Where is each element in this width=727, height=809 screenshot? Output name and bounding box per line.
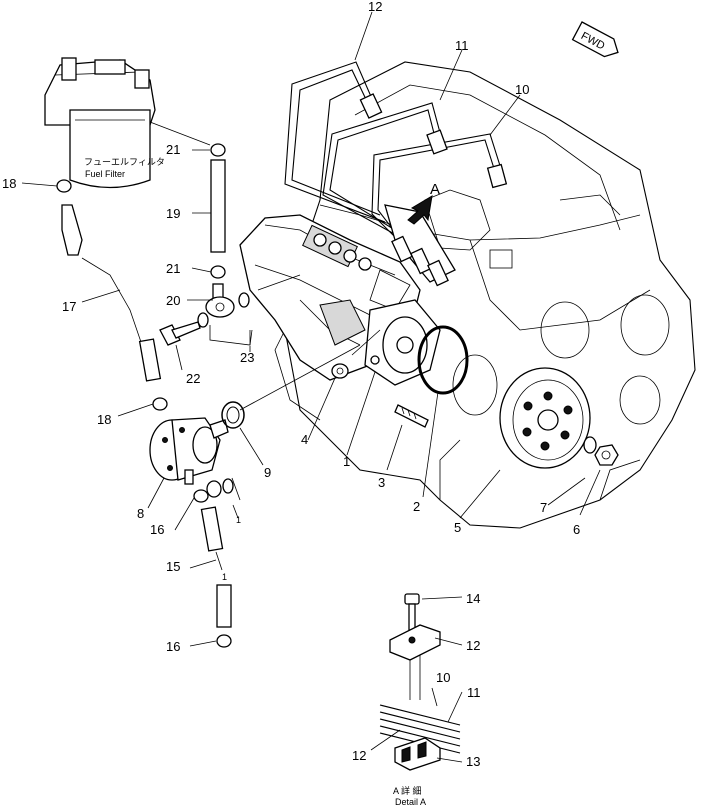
feed-pump: [149, 417, 229, 485]
callout-18-lower: 18: [97, 412, 111, 427]
nut-4: [331, 363, 349, 379]
nut-6: [594, 444, 619, 466]
clamps: [56, 143, 232, 648]
callout-3: 3: [378, 475, 385, 490]
detail-a: A 詳 細 Detail A: [370, 593, 463, 807]
callout-numbers: 1 2 3 4 5 6 7 8 9 10 11 12 12 14 15 16 1…: [2, 0, 580, 769]
callout-6: 6: [573, 522, 580, 537]
detail-a-caption-jp: A 詳 細: [393, 785, 422, 796]
callout-11: 11: [455, 38, 469, 53]
callout-10: 10: [515, 82, 529, 97]
feed-pump-fittings: [206, 478, 234, 498]
callout-18: 18: [2, 176, 16, 191]
callout-14: 14: [466, 591, 480, 606]
callout-13-upper: 12: [466, 638, 480, 653]
detail-callout-10: 10: [436, 670, 450, 685]
hose-19: [210, 159, 226, 253]
detail-callout-13: 13: [466, 754, 480, 769]
clamp-lower-13: [394, 737, 441, 771]
washer-7: [583, 436, 597, 454]
detail-callout-11: 11: [467, 685, 481, 700]
pump-flange: [364, 299, 441, 386]
fuel-filter: フューエルフィルタ Fuel Filter: [44, 57, 165, 189]
fuel-filter-label-en: Fuel Filter: [85, 169, 125, 179]
tubes-detail: [379, 704, 461, 754]
detail-a-caption-en: Detail A: [395, 797, 426, 807]
fuel-filter-label-jp: フューエルフィルタ: [84, 157, 165, 167]
callout-20: 20: [166, 293, 180, 308]
hose-15: [200, 506, 232, 628]
callout-5: 5: [454, 520, 461, 535]
callout-1: 1: [343, 454, 350, 469]
callout-16: 16: [150, 522, 164, 537]
detail-callout-12: 12: [352, 748, 366, 763]
break-mark: 1: [236, 515, 241, 525]
gasket: [221, 401, 245, 429]
callout-7: 7: [540, 500, 547, 515]
callout-15: 15: [166, 559, 180, 574]
callout-2: 2: [413, 499, 420, 514]
callout-22: 22: [186, 371, 200, 386]
washers-23: [197, 292, 250, 328]
clamp-upper-13: [389, 624, 441, 661]
callout-23: 23: [240, 350, 254, 365]
callout-8: 8: [137, 506, 144, 521]
banjo-fitting: [205, 283, 235, 318]
callout-17: 17: [62, 299, 76, 314]
banjo-bolt: [159, 321, 201, 346]
bolt-14: [404, 593, 420, 631]
callout-21: 21: [166, 142, 180, 157]
callout-19: 19: [166, 206, 180, 221]
o-ring: [417, 325, 469, 395]
gasket-inner: [226, 406, 240, 424]
leader-lines: [21, 11, 601, 647]
callout-12: 12: [368, 0, 382, 14]
detail-a-arrow: A: [407, 181, 440, 225]
callout-9: 9: [264, 465, 271, 480]
callout-4: 4: [301, 432, 308, 447]
hose-17: [61, 204, 162, 382]
detail-a-marker: A: [430, 181, 440, 198]
stud: [394, 404, 429, 428]
break-mark: 1: [222, 572, 227, 582]
injection-lines: [284, 61, 508, 287]
callout-21-lower: 21: [166, 261, 180, 276]
pump-gear: [499, 367, 591, 469]
fwd-marker: FWD: [571, 21, 619, 58]
callout-16-lower: 16: [166, 639, 180, 654]
